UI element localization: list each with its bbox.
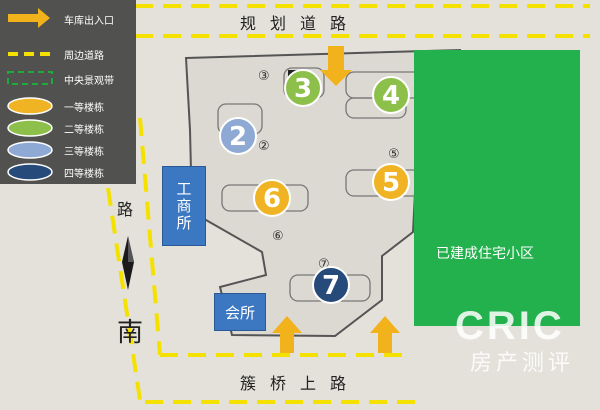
lot-7-printed: ⑦ — [318, 257, 330, 272]
completed-residential-area — [414, 50, 580, 326]
compass-label: 南 — [117, 318, 144, 348]
building-2-marker[interactable] — [219, 117, 257, 155]
building-7-number: 7 — [322, 271, 340, 301]
cric-watermark-sub: 房产测评 — [470, 351, 575, 376]
compass-arrow — [122, 236, 134, 290]
garage-arrow-south-right — [370, 316, 400, 353]
legend-label-garage: 车库出入口 — [64, 16, 114, 27]
legend-label-grade3: 三等楼栋 — [64, 147, 104, 158]
building-7-marker[interactable] — [312, 266, 350, 304]
building-4-number: 4 — [382, 81, 400, 111]
clubhouse-box: 会所 — [214, 293, 266, 331]
building-5-number: 5 — [382, 168, 400, 198]
cric-watermark: CRIC — [455, 304, 565, 348]
printed-lot-numbers: ③ ② ⑤ ⑥ ⑦ — [258, 69, 400, 272]
legend-label-landscape: 中央景观带 — [64, 76, 114, 87]
legend-label-grade4: 四等楼栋 — [64, 169, 104, 180]
north-road-name: 规划道路 — [240, 14, 361, 33]
building-5-marker[interactable] — [372, 163, 410, 201]
lot-2-printed: ② — [258, 139, 270, 154]
legend-label-grade1: 一等楼栋 — [64, 103, 104, 114]
building-3-number: 3 — [294, 74, 312, 104]
south-road — [145, 353, 420, 404]
garage-arrow-south-left — [272, 316, 302, 353]
lot-6-printed: ⑥ — [272, 229, 284, 244]
north-road — [135, 4, 590, 38]
building-circles: 3 4 2 5 6 7 — [219, 69, 410, 304]
building-3-marker[interactable] — [284, 69, 322, 107]
west-road-name: 路 — [117, 200, 134, 219]
garage-arrow-north — [320, 46, 352, 86]
commerce-bureau-box: 工商所 — [162, 166, 206, 246]
building-2-number: 2 — [229, 122, 247, 152]
completed-residential-label: 已建成住宅小区 — [436, 246, 534, 262]
building-6-number: 6 — [263, 184, 281, 214]
lot-3-printed: ③ — [258, 69, 270, 84]
lot-5-printed: ⑤ — [388, 147, 400, 162]
legend-label-roads: 周边道路 — [64, 51, 104, 62]
legend-icons — [7, 8, 53, 181]
legend-label-grade2: 二等楼栋 — [64, 125, 104, 136]
building-4-marker[interactable] — [372, 76, 410, 114]
west-road — [106, 117, 162, 401]
building-6-marker[interactable] — [253, 179, 291, 217]
south-road-name: 簇桥上路 — [240, 374, 361, 393]
garage-entrance-arrows — [272, 46, 400, 353]
